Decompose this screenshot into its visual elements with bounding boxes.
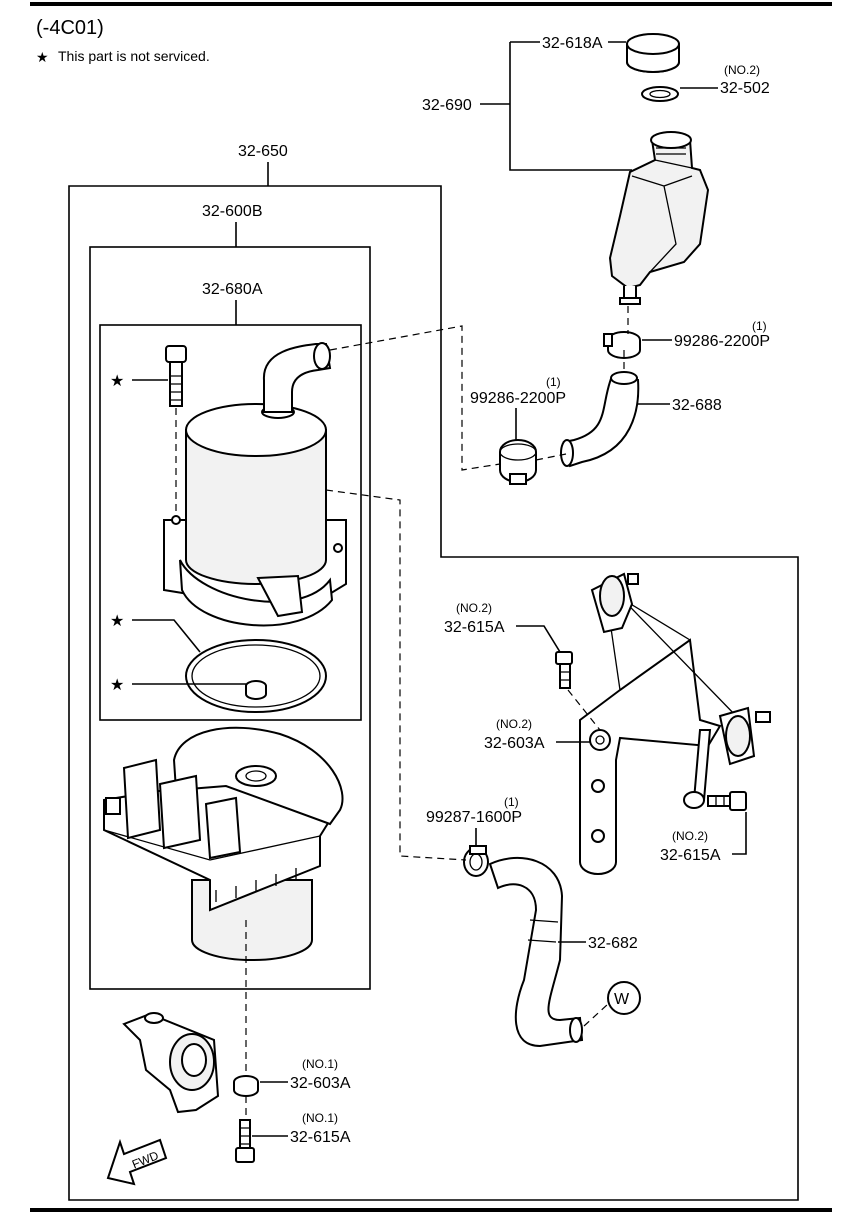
motor-assembly xyxy=(163,342,347,627)
qty-clamp-lower: (1) xyxy=(504,795,519,809)
qty-bolt-right: (NO.2) xyxy=(672,829,708,843)
top-rule xyxy=(30,2,832,6)
clamp-lower-icon xyxy=(463,845,489,877)
clamp-right-icon xyxy=(603,331,641,359)
dash-clamp-to-hose xyxy=(535,453,567,461)
bushing-lower-icon xyxy=(233,1075,259,1097)
callout-bolt-upper: 32-615A xyxy=(444,619,505,636)
clamp-left-icon xyxy=(499,439,537,485)
callout-bushing-upper: 32-603A xyxy=(484,735,545,752)
hose-lower-32-682 xyxy=(488,856,584,1048)
bolt-right-icon xyxy=(707,791,747,811)
dash-w-to-hose xyxy=(583,1003,609,1027)
callout-32-688: 32-688 xyxy=(672,397,722,414)
label-32-650: 32-650 xyxy=(238,143,288,160)
model-code: (-4C01) xyxy=(36,17,104,39)
reservoir-tank xyxy=(608,131,710,305)
callout-32-690: 32-690 xyxy=(422,97,472,114)
pump-unit xyxy=(103,726,344,961)
qty-clamp-right: (1) xyxy=(752,319,767,333)
o-ring-icon xyxy=(185,639,327,713)
qty-bushing-lower: (NO.1) xyxy=(302,1057,338,1071)
bottom-rule xyxy=(30,1208,832,1212)
connector-w: W xyxy=(607,981,641,1015)
middle-box-32-600B xyxy=(89,246,371,990)
qty-clamp-left: (1) xyxy=(546,375,561,389)
bolt-upper-icon xyxy=(555,651,573,689)
bolt-lower-icon xyxy=(235,1119,255,1163)
dash-motor-to-reservoir xyxy=(329,325,501,471)
inner-box-32-680A xyxy=(99,324,362,721)
qty-bolt-lower: (NO.1) xyxy=(302,1111,338,1125)
label-32-600B: 32-600B xyxy=(202,203,263,220)
reservoir-seal xyxy=(641,86,679,102)
dash-bolt-upper xyxy=(567,689,601,731)
callout-clamp-lower: 99287-1600P xyxy=(426,809,522,826)
star-bolt: ★ xyxy=(110,373,124,390)
outer-box-32-650 xyxy=(68,185,799,1201)
dash-motor-to-lower-clamp xyxy=(325,489,467,861)
qty-32-502: (NO.2) xyxy=(724,63,760,77)
note-text: This part is not serviced. xyxy=(58,48,210,64)
right-bracket xyxy=(579,572,771,875)
callout-clamp-left: 99286-2200P xyxy=(470,390,566,407)
filter-plug-icon xyxy=(245,680,267,700)
callout-32-682: 32-682 xyxy=(588,935,638,952)
callout-bolt-right: 32-615A xyxy=(660,847,721,864)
hose-upper-32-688 xyxy=(560,371,640,468)
star-plug: ★ xyxy=(110,677,124,694)
reservoir-cap xyxy=(626,33,680,73)
fwd-arrow-icon: FWD xyxy=(106,1138,168,1186)
callout-bushing-lower: 32-603A xyxy=(290,1075,351,1092)
leader-star-o-ring xyxy=(132,619,201,653)
callout-32-618A: 32-618A xyxy=(542,35,603,52)
qty-bolt-upper: (NO.2) xyxy=(456,601,492,615)
lower-bracket xyxy=(122,1012,220,1114)
leader-bolt-right xyxy=(732,812,747,855)
motor-bolt-icon xyxy=(165,345,187,407)
qty-bushing-upper: (NO.2) xyxy=(496,717,532,731)
callout-32-502: 32-502 xyxy=(720,80,770,97)
leader-bolt-upper xyxy=(516,625,561,653)
label-32-680A: 32-680A xyxy=(202,281,263,298)
callout-clamp-right: 99286-2200P xyxy=(674,333,770,350)
star-o-ring: ★ xyxy=(110,613,124,630)
callout-bolt-lower: 32-615A xyxy=(290,1129,351,1146)
note-star: ★ xyxy=(36,49,49,65)
leader-32-618A xyxy=(509,41,632,171)
svg-text:W: W xyxy=(614,991,630,1008)
